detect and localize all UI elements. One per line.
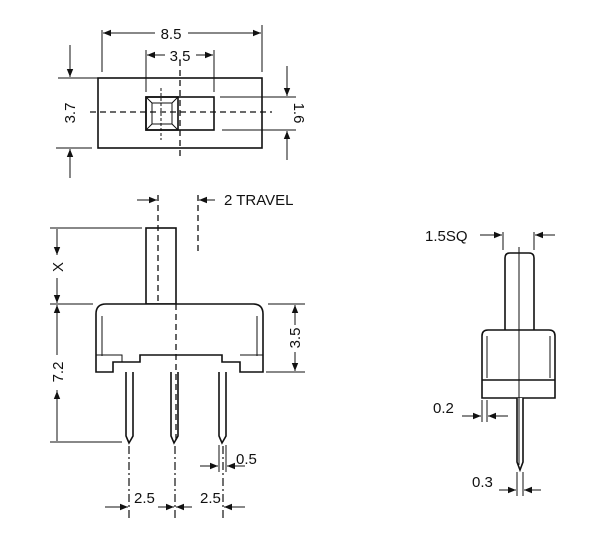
end-view: 1.5SQ 0.2 0.3 [425,228,556,496]
slot-width-dimension: 3.5 [170,48,191,65]
actuator-square [145,96,179,131]
overall-height-dimension: 7.2 [50,362,67,383]
pin-width-dimension: 0.5 [236,451,257,468]
side-view: 2 TRAVEL X 7.2 3.5 2.5 2.5 0.5 [50,192,305,518]
end-pin [516,398,524,473]
body-height-dimension: 3.5 [287,328,304,349]
top-view: 8.5 3.5 3.7 1.6 [56,25,307,178]
width-dimension: 8.5 [161,26,182,43]
slot-height-dimension: 1.6 [290,103,307,124]
pitch-left-dimension: 2.5 [134,490,155,507]
body-outline [95,303,264,373]
pin-thickness-dimension: 0.3 [472,474,493,491]
top-body-outline [97,77,263,149]
pitch-right-dimension: 2.5 [200,490,221,507]
offset-dimension: 0.2 [433,400,454,417]
height-dimension: 3.7 [62,103,79,124]
actuator-size-dimension: 1.5SQ [425,228,468,245]
actuator-height-dimension: X [50,262,67,272]
travel-label: 2 TRAVEL [224,192,293,209]
actuator [145,227,177,305]
